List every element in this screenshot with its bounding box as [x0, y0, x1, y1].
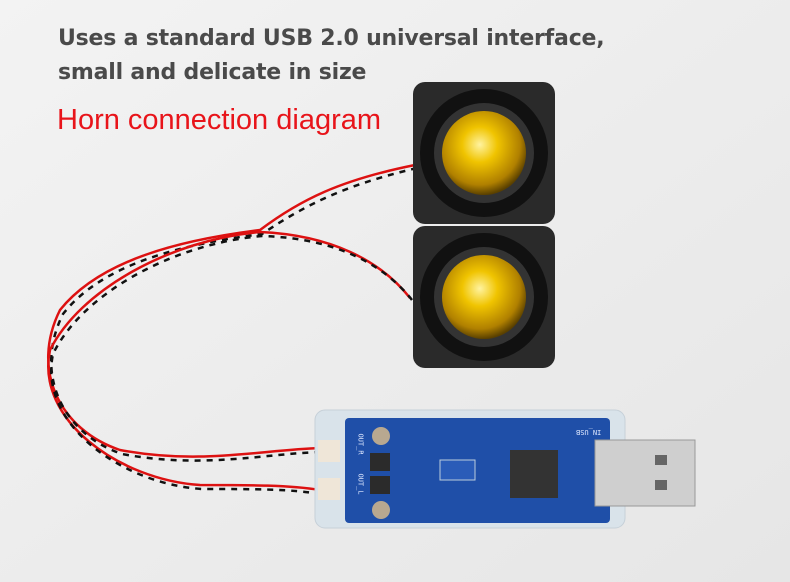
in-usb-label: IN_USB — [576, 428, 602, 436]
out-r-label: OUT_R — [356, 433, 365, 455]
speaker-bottom — [413, 226, 555, 368]
diagram-title: Horn connection diagram — [57, 104, 382, 136]
caption-line-2: small and delicate in size — [58, 60, 367, 85]
caption-line-1: Uses a standard USB 2.0 universal interf… — [58, 26, 605, 51]
out-l-label: OUT_L — [356, 473, 365, 495]
twisted-wire — [46, 163, 418, 496]
usb-sound-card — [314, 409, 696, 529]
speaker-top — [413, 82, 555, 224]
